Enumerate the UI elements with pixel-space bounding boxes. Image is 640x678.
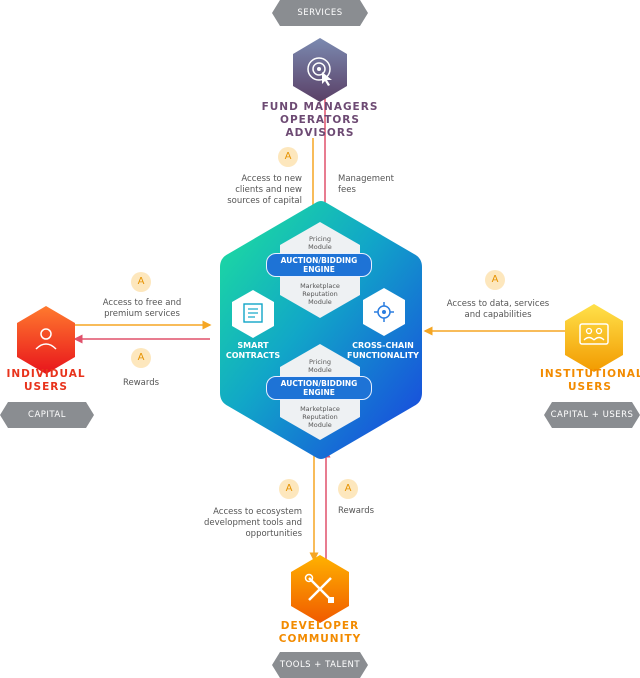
flow-label-left-top: Access to free and premium services — [102, 298, 182, 319]
target-icon — [307, 57, 331, 81]
developer-community-node — [291, 555, 349, 623]
top-pricing-module: Pricing Module — [308, 235, 332, 251]
institutional-users-title: INSTITUTIONAL USERS — [540, 368, 640, 393]
bottom-pricing-module: Pricing Module — [308, 358, 332, 374]
services-tag: SERVICES — [272, 0, 368, 26]
capital-tag: CAPITAL — [0, 402, 94, 428]
fund-managers-node — [293, 38, 347, 102]
token-symbol: A — [137, 276, 145, 287]
token-symbol: A — [285, 483, 293, 494]
capital-users-tag: CAPITAL + USERS — [544, 402, 640, 428]
token-left-top — [131, 272, 151, 292]
cross-chain-icon — [363, 288, 405, 336]
flow-label-bottom-right: Rewards — [338, 506, 375, 516]
fund-managers-title: FUND MANAGERS OPERATORS ADVISORS — [261, 101, 379, 139]
token-symbol: A — [137, 352, 145, 363]
token-bottom-right — [338, 479, 358, 499]
individual-users-node — [17, 306, 75, 374]
top-marketplace-module: Marketplace Reputation Module — [300, 282, 340, 306]
token-bottom-left — [279, 479, 299, 499]
token-top-left — [278, 147, 298, 167]
token-symbol: A — [284, 151, 292, 162]
token-right — [485, 270, 505, 290]
token-left-bottom — [131, 348, 151, 368]
user-icon — [40, 328, 52, 340]
tools-talent-tag: TOOLS + TALENT — [272, 652, 368, 678]
smart-contracts-label: SMART CONTRACTS — [225, 341, 281, 360]
flow-label-bottom-left: Access to ecosystem development tools an… — [204, 507, 302, 539]
smart-contracts-icon — [232, 290, 274, 338]
flow-label-left-bottom: Rewards — [122, 378, 160, 388]
cross-chain-label: CROSS-CHAIN FUNCTIONALITY — [347, 341, 419, 360]
bottom-auction-engine: AUCTION/BIDDING ENGINE — [266, 376, 372, 400]
institutional-users-node — [565, 304, 623, 372]
flow-label-top-right: Management fees — [338, 174, 394, 195]
flow-label-right: Access to data, services and capabilitie… — [446, 299, 550, 320]
bottom-marketplace-module: Marketplace Reputation Module — [300, 405, 340, 429]
flow-label-top-left: Access to new clients and new sources of… — [227, 174, 302, 206]
developer-community-title: DEVELOPER COMMUNITY — [278, 620, 362, 645]
top-auction-engine: AUCTION/BIDDING ENGINE — [266, 253, 372, 277]
token-symbol: A — [491, 274, 499, 285]
users-card-icon — [579, 323, 609, 345]
individual-users-title: INDIVIDUAL USERS — [6, 368, 86, 393]
token-symbol: A — [344, 483, 352, 494]
